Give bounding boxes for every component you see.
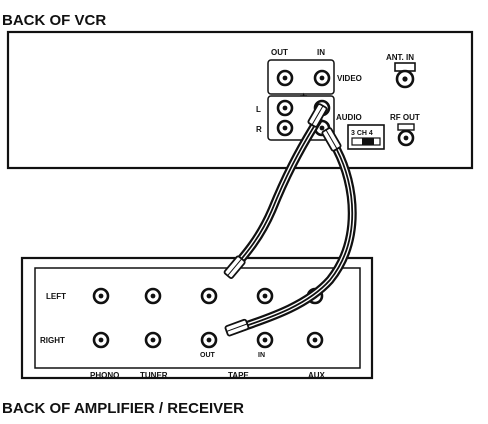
- vcr-title: BACK OF VCR: [2, 12, 106, 29]
- amp-back-panel-inner: [34, 267, 361, 369]
- vcr-video-in-jack-icon: [313, 69, 331, 87]
- rca-jack-icon: [256, 331, 274, 349]
- rca-plug-icon: [224, 318, 250, 337]
- audio-cable-left: [227, 115, 323, 275]
- rca-plug-icon: [321, 127, 342, 152]
- vcr-audio-out-left-jack-icon: [276, 99, 294, 117]
- vcr-channel-switch-icon: [347, 124, 385, 150]
- rca-plug-icon: [307, 103, 328, 128]
- rca-jack-icon: [144, 331, 162, 349]
- rca-jack-icon: [256, 287, 274, 305]
- amp-tape-in-label: IN: [258, 352, 265, 359]
- amp-left-label: LEFT: [46, 292, 66, 301]
- vcr-audio-right-label: R: [256, 125, 262, 134]
- rca-plug-icon: [223, 255, 246, 279]
- vcr-ant-in-coax-jack-icon: [394, 62, 416, 89]
- vcr-video-label: VIDEO: [337, 74, 362, 83]
- amp-column-label-phono: PHONO: [90, 371, 119, 380]
- vcr-rf-out-label: RF OUT: [390, 113, 420, 122]
- amp-right-label: RIGHT: [40, 336, 65, 345]
- audio-cable-right: [229, 145, 357, 335]
- vcr-ch-switch-label: 3 CH 4: [351, 130, 373, 137]
- rca-jack-icon: [200, 331, 218, 349]
- rca-jack-icon: [144, 287, 162, 305]
- vcr-video-in-label: IN: [317, 48, 325, 57]
- vcr-video-out-label: OUT: [271, 48, 288, 57]
- rca-jack-icon: [200, 287, 218, 305]
- vcr-rf-out-coax-jack-icon: [397, 123, 415, 147]
- rca-jack-icon: [306, 331, 324, 349]
- rca-jack-icon: [92, 331, 110, 349]
- amp-column-label-tuner: TUNER: [140, 371, 168, 380]
- vcr-audio-label: AUDIO: [336, 113, 362, 122]
- amp-title: BACK OF AMPLIFIER / RECEIVER: [2, 400, 244, 417]
- vcr-audio-left-label: L: [256, 105, 261, 114]
- amp-tape-out-label: OUT: [200, 352, 216, 359]
- vcr-video-out-jack-icon: [276, 69, 294, 87]
- vcr-ant-in-label: ANT. IN: [386, 53, 414, 62]
- vcr-audio-out-right-jack-icon: [276, 119, 294, 137]
- rca-jack-icon: [92, 287, 110, 305]
- amp-column-label-aux: AUX: [308, 371, 326, 380]
- amp-jack-grid: [92, 287, 324, 349]
- vcr-back-panel: [6, 30, 474, 170]
- amp-column-label-tape: TAPE: [228, 371, 249, 380]
